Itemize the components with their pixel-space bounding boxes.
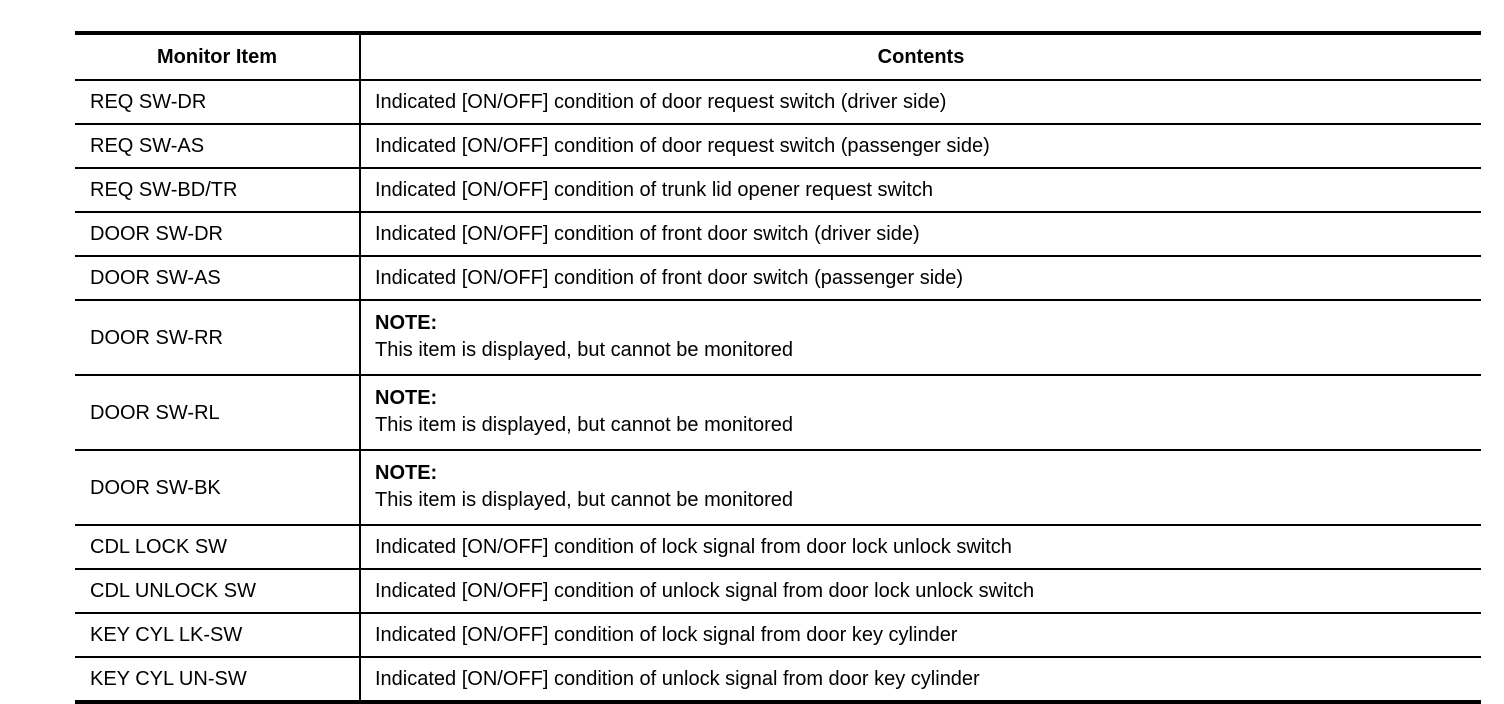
monitor-item-label: DOOR SW-BK bbox=[90, 476, 221, 499]
contents-cell: Indicated [ON/OFF] condition of front do… bbox=[360, 211, 1481, 257]
contents-cell: Indicated [ON/OFF] condition of door req… bbox=[360, 79, 1481, 125]
monitor-item-cell: REQ SW-AS bbox=[75, 123, 361, 169]
contents-text: Indicated [ON/OFF] condition of trunk li… bbox=[375, 179, 934, 201]
contents-text: Indicated [ON/OFF] condition of unlock s… bbox=[375, 668, 980, 690]
monitor-item-cell: DOOR SW-AS bbox=[75, 255, 361, 301]
contents-note: NOTE: This item is displayed, but cannot … bbox=[361, 451, 1481, 524]
note-title: NOTE: bbox=[375, 387, 438, 409]
monitor-item-cell: KEY CYL LK-SW bbox=[75, 612, 361, 658]
monitor-item-label: REQ SW-DR bbox=[90, 91, 207, 113]
monitor-item-cell: REQ SW-BD/TR bbox=[75, 167, 361, 213]
contents-cell: Indicated [ON/OFF] condition of trunk li… bbox=[360, 167, 1481, 213]
contents-note: NOTE: This item is displayed, but cannot … bbox=[361, 301, 1481, 374]
monitor-item-label: DOOR SW-AS bbox=[90, 267, 221, 289]
monitor-item-cell: DOOR SW-RR bbox=[75, 299, 361, 376]
table-body: REQ SW-DR Indicated [ON/OFF] condition of… bbox=[75, 79, 1481, 704]
contents-text: Indicated [ON/OFF] condition of front do… bbox=[375, 267, 964, 289]
table-header: Monitor Item Contents bbox=[75, 31, 1481, 81]
monitor-item-label: DOOR SW-DR bbox=[90, 223, 223, 245]
contents-note: NOTE: This item is displayed, but cannot … bbox=[361, 376, 1481, 449]
monitor-item-label: CDL UNLOCK SW bbox=[90, 580, 256, 602]
contents-cell: NOTE: This item is displayed, but cannot … bbox=[360, 299, 1481, 376]
table-row: DOOR SW-BK NOTE: This item is displayed, b… bbox=[75, 449, 1481, 526]
table-row: REQ SW-AS Indicated [ON/OFF] condition of… bbox=[75, 123, 1481, 169]
contents-cell: Indicated [ON/OFF] condition of unlock s… bbox=[360, 656, 1481, 704]
monitor-item-label: REQ SW-BD/TR bbox=[90, 179, 238, 201]
monitor-item-label: REQ SW-AS bbox=[90, 135, 205, 157]
monitor-item-label: DOOR SW-RL bbox=[90, 401, 220, 424]
monitor-item-label: KEY CYL LK-SW bbox=[90, 624, 243, 646]
note-body: This item is displayed, but cannot be mo… bbox=[375, 414, 793, 436]
note-body: This item is displayed, but cannot be mo… bbox=[375, 489, 793, 511]
monitor-item-cell: REQ SW-DR bbox=[75, 79, 361, 125]
monitor-item-label: CDL LOCK SW bbox=[90, 536, 228, 558]
monitor-item-cell: CDL UNLOCK SW bbox=[75, 568, 361, 614]
table-row: DOOR SW-AS Indicated [ON/OFF] condition o… bbox=[75, 255, 1481, 301]
table-row: DOOR SW-RR NOTE: This item is displayed, b… bbox=[75, 299, 1481, 376]
contents-text: Indicated [ON/OFF] condition of door req… bbox=[375, 135, 990, 157]
monitor-item-table: Monitor Item Contents REQ SW-DR Indicated… bbox=[75, 31, 1481, 704]
column-header-contents: Contents bbox=[360, 31, 1481, 81]
contents-cell: Indicated [ON/OFF] condition of front do… bbox=[360, 255, 1481, 301]
contents-cell: NOTE: This item is displayed, but cannot … bbox=[360, 374, 1481, 451]
column-header-contents-label: Contents bbox=[877, 46, 965, 68]
table-row: REQ SW-DR Indicated [ON/OFF] condition of… bbox=[75, 79, 1481, 125]
contents-cell: Indicated [ON/OFF] condition of unlock s… bbox=[360, 568, 1481, 614]
table-row: REQ SW-BD/TR Indicated [ON/OFF] condition… bbox=[75, 167, 1481, 213]
column-header-monitor-item-label: Monitor Item bbox=[157, 46, 277, 68]
contents-cell: Indicated [ON/OFF] condition of door req… bbox=[360, 123, 1481, 169]
note-title: NOTE: bbox=[375, 462, 438, 484]
table-row: CDL LOCK SW Indicated [ON/OFF] condition … bbox=[75, 524, 1481, 570]
column-header-monitor-item: Monitor Item bbox=[75, 31, 361, 81]
contents-text: Indicated [ON/OFF] condition of door req… bbox=[375, 91, 947, 113]
monitor-item-cell: KEY CYL UN-SW bbox=[75, 656, 361, 704]
note-body: This item is displayed, but cannot be mo… bbox=[375, 339, 793, 361]
contents-text: Indicated [ON/OFF] condition of lock sig… bbox=[375, 624, 958, 646]
contents-text: Indicated [ON/OFF] condition of unlock s… bbox=[375, 580, 1035, 602]
table-row: CDL UNLOCK SW Indicated [ON/OFF] conditio… bbox=[75, 568, 1481, 614]
contents-text: Indicated [ON/OFF] condition of front do… bbox=[375, 223, 920, 245]
monitor-item-cell: DOOR SW-DR bbox=[75, 211, 361, 257]
table-row: KEY CYL UN-SW Indicated [ON/OFF] conditio… bbox=[75, 656, 1481, 704]
table-row: KEY CYL LK-SW Indicated [ON/OFF] conditio… bbox=[75, 612, 1481, 658]
table-header-row: Monitor Item Contents bbox=[75, 31, 1481, 81]
contents-text: Indicated [ON/OFF] condition of lock sig… bbox=[375, 536, 1012, 558]
monitor-item-label: DOOR SW-RR bbox=[90, 326, 223, 349]
monitor-item-cell: CDL LOCK SW bbox=[75, 524, 361, 570]
contents-cell: NOTE: This item is displayed, but cannot … bbox=[360, 449, 1481, 526]
monitor-item-cell: DOOR SW-RL bbox=[75, 374, 361, 451]
monitor-item-label: KEY CYL UN-SW bbox=[90, 668, 247, 690]
contents-cell: Indicated [ON/OFF] condition of lock sig… bbox=[360, 524, 1481, 570]
contents-cell: Indicated [ON/OFF] condition of lock sig… bbox=[360, 612, 1481, 658]
table-row: DOOR SW-DR Indicated [ON/OFF] condition o… bbox=[75, 211, 1481, 257]
note-title: NOTE: bbox=[375, 312, 438, 334]
monitor-item-cell: DOOR SW-BK bbox=[75, 449, 361, 526]
table-row: DOOR SW-RL NOTE: This item is displayed, b… bbox=[75, 374, 1481, 451]
